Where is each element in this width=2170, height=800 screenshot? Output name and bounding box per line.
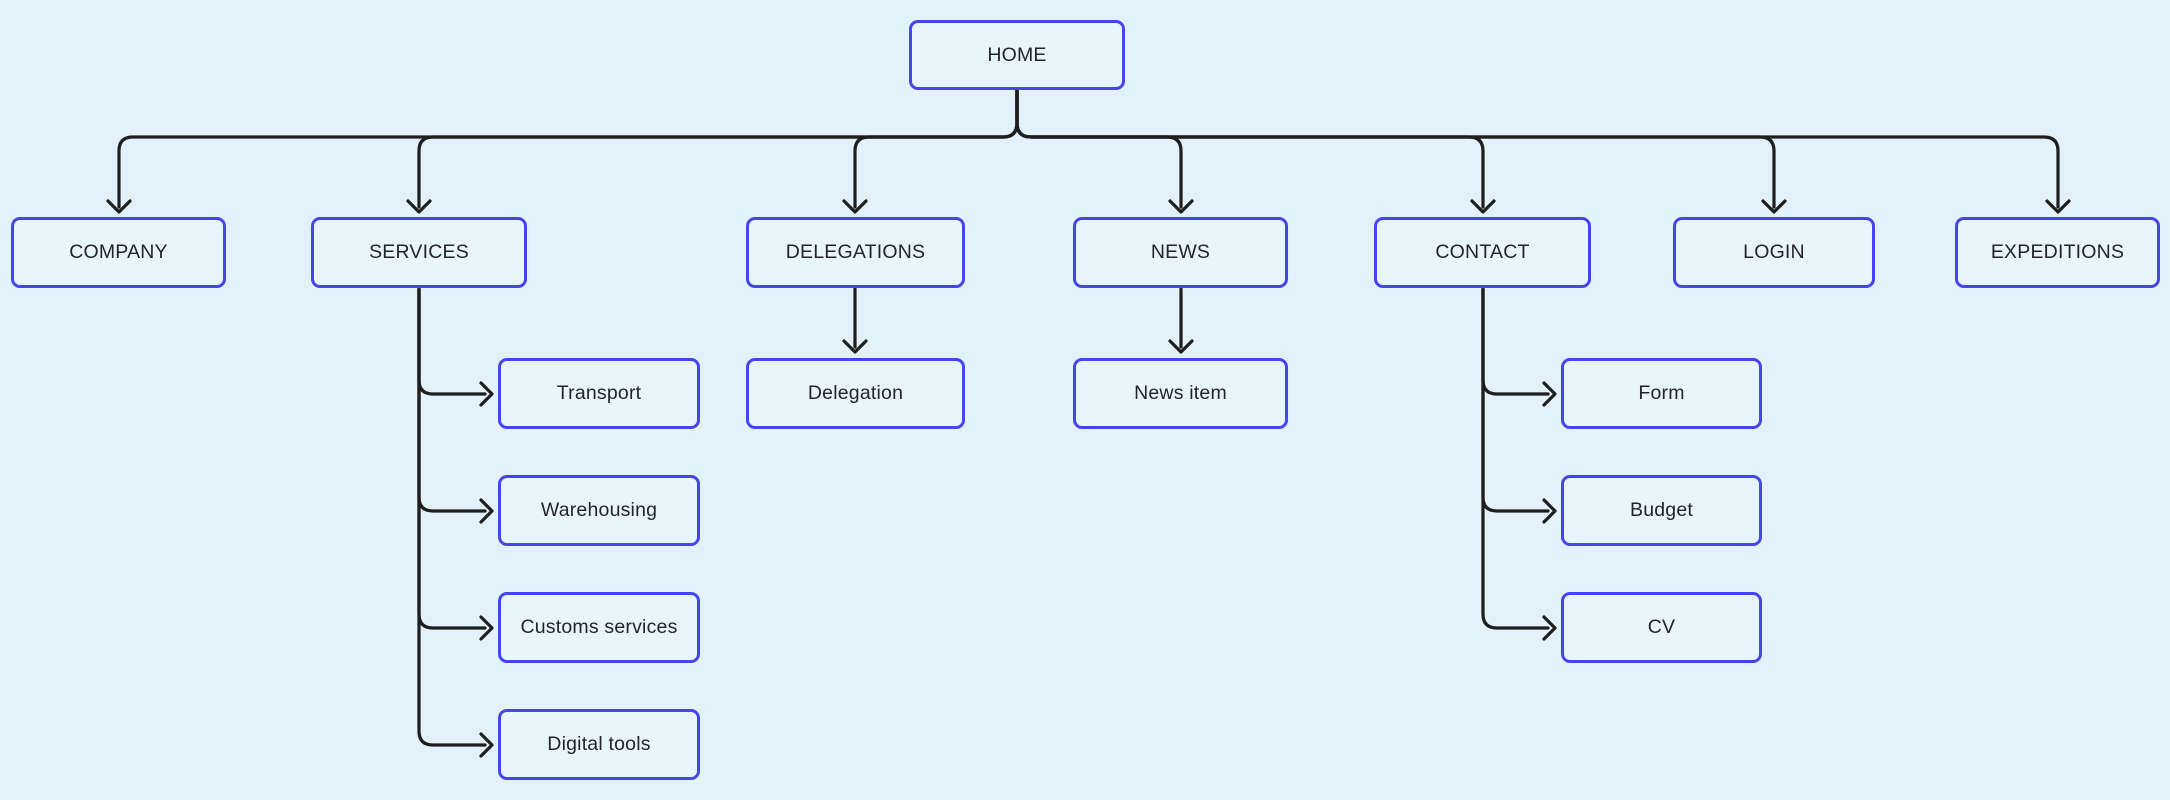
node-login-label: LOGIN [1743, 241, 1805, 263]
edge-home-company [117, 87, 1019, 209]
node-news-item[interactable]: News item [1073, 358, 1288, 429]
node-warehousing[interactable]: Warehousing [498, 475, 700, 546]
node-delegations[interactable]: DELEGATIONS [746, 217, 965, 288]
node-delegation-label: Delegation [807, 382, 904, 404]
edge-home-login [1015, 87, 1776, 209]
edge-home-contact [1015, 87, 1485, 209]
arrowhead-login [1761, 199, 1787, 214]
node-company[interactable]: COMPANY [11, 217, 226, 288]
edge-services-customs [417, 287, 487, 630]
node-contact-label: CONTACT [1435, 241, 1530, 263]
edge-home-delegations [853, 87, 1019, 209]
node-customs-services[interactable]: Customs services [498, 592, 700, 663]
edge-home-expeditions [1015, 87, 2060, 209]
node-cv-label: CV [1647, 616, 1676, 638]
arrowhead-services [406, 199, 432, 214]
arrowhead-news [1168, 199, 1194, 214]
edge-contact-budget [1481, 287, 1550, 513]
node-transport-label: Transport [556, 382, 642, 404]
node-company-label: COMPANY [69, 241, 168, 263]
arrowhead-budget [1542, 498, 1557, 524]
node-form-label: Form [1638, 382, 1685, 404]
arrowhead-expeditions [2045, 199, 2071, 214]
arrowhead-company [106, 199, 132, 214]
arrowhead-cv [1542, 615, 1557, 641]
arrowhead-contact [1470, 199, 1496, 214]
arrowhead-transport [479, 381, 494, 407]
node-budget[interactable]: Budget [1561, 475, 1762, 546]
node-form[interactable]: Form [1561, 358, 1762, 429]
edge-services-transport [417, 287, 487, 396]
node-news-item-label: News item [1134, 382, 1227, 404]
node-contact[interactable]: CONTACT [1374, 217, 1591, 288]
edge-services-warehousing [417, 287, 487, 513]
node-login[interactable]: LOGIN [1673, 217, 1875, 288]
edge-home-news [1015, 87, 1183, 209]
arrowhead-digital [479, 732, 494, 758]
node-digital-tools[interactable]: Digital tools [498, 709, 700, 780]
node-services-label: SERVICES [369, 241, 469, 263]
node-home-label: HOME [987, 43, 1047, 66]
arrowhead-newsitem [1168, 339, 1194, 354]
node-expeditions[interactable]: EXPEDITIONS [1955, 217, 2160, 288]
node-news[interactable]: NEWS [1073, 217, 1288, 288]
arrowhead-delegations [842, 199, 868, 214]
edge-contact-cv [1481, 287, 1550, 630]
node-budget-label: Budget [1629, 499, 1693, 521]
node-services[interactable]: SERVICES [311, 217, 527, 288]
arrowhead-delegation [842, 339, 868, 354]
node-home[interactable]: HOME [909, 20, 1125, 90]
edge-services-digital [417, 287, 487, 747]
node-customs-services-label: Customs services [520, 616, 678, 638]
arrowhead-form [1542, 381, 1557, 407]
node-delegation[interactable]: Delegation [746, 358, 965, 429]
node-cv[interactable]: CV [1561, 592, 1762, 663]
node-expeditions-label: EXPEDITIONS [1990, 241, 2125, 263]
node-delegations-label: DELEGATIONS [785, 241, 926, 263]
arrowhead-warehousing [479, 498, 494, 524]
node-warehousing-label: Warehousing [540, 499, 658, 521]
edge-contact-form [1481, 287, 1550, 396]
node-transport[interactable]: Transport [498, 358, 700, 429]
edge-home-services [417, 87, 1019, 209]
arrowhead-customs [479, 615, 494, 641]
node-news-label: NEWS [1150, 241, 1211, 263]
node-digital-tools-label: Digital tools [547, 733, 651, 755]
